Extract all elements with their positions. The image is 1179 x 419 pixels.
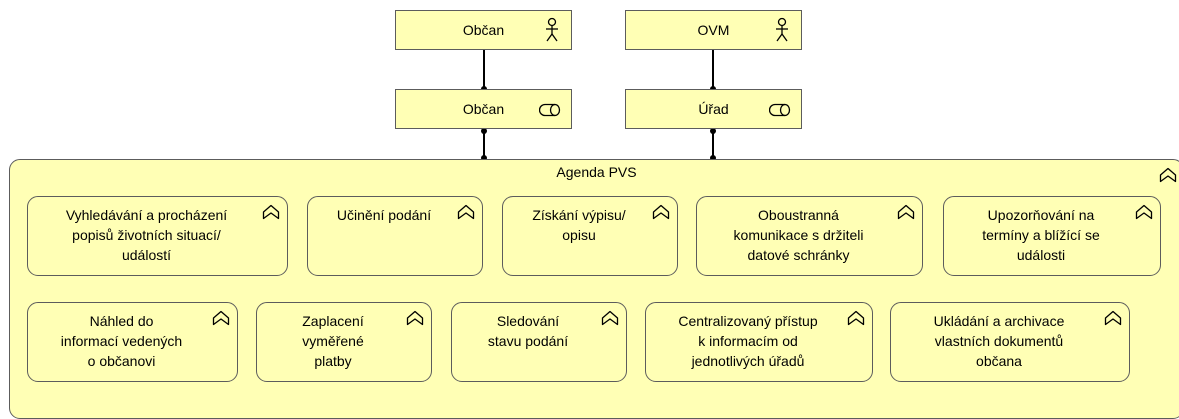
- service-zaplaceni-platby[interactable]: Zaplacení vyměřené platby: [256, 302, 432, 382]
- role-label: Občan: [462, 101, 505, 117]
- group-title: Agenda PVS: [556, 164, 637, 180]
- service-centralizovany-pristup[interactable]: Centralizovaný přístup k informacím od j…: [645, 302, 873, 382]
- service-icon: [1135, 204, 1153, 220]
- connector-end-dot: [481, 155, 487, 161]
- service-label: Získání výpisu/ opisu: [532, 207, 626, 243]
- service-uciteni-podani[interactable]: Učinění podání: [307, 196, 483, 276]
- service-label: Učinění podání: [336, 207, 432, 223]
- service-upozornovani[interactable]: Upozorňování na termíny a blížící se udá…: [943, 196, 1161, 276]
- service-oboustranna-komunikace[interactable]: Oboustranná komunikace s držiteli datové…: [696, 196, 923, 276]
- service-sledovani-stavu[interactable]: Sledování stavu podání: [451, 302, 627, 382]
- service-icon: [1104, 310, 1122, 326]
- service-label: Náhled do informací vedených o občanovi: [60, 313, 183, 369]
- service-nahled-informaci[interactable]: Náhled do informací vedených o občanovi: [27, 302, 238, 382]
- actor-icon: [546, 17, 558, 42]
- service-label: Ukládání a archivace vlastních dokumentů…: [933, 313, 1065, 369]
- connector-end-dot: [710, 155, 716, 161]
- service-vyhledavani[interactable]: Vyhledávání a procházení popisů životníc…: [27, 196, 288, 276]
- connector-ovm-actor-role: [712, 50, 714, 92]
- connector-obcan-actor-role: [483, 50, 485, 92]
- service-icon: [262, 204, 280, 220]
- connector-start-dot: [481, 128, 487, 134]
- service-icon: [847, 310, 865, 326]
- role-obcan[interactable]: Občan: [395, 89, 572, 129]
- service-icon: [212, 310, 230, 326]
- role-icon: [539, 103, 561, 117]
- actor-label: OVM: [697, 22, 730, 38]
- actor-ovm[interactable]: OVM: [625, 10, 802, 50]
- actor-obcan[interactable]: Občan: [395, 10, 572, 50]
- service-icon: [457, 204, 475, 220]
- connector-urad-role-group: [712, 128, 714, 160]
- service-label: Upozorňování na termíny a blížící se udá…: [982, 207, 1100, 263]
- service-icon: [897, 204, 915, 220]
- service-icon: [406, 310, 424, 326]
- service-label: Vyhledávání a procházení popisů životníc…: [65, 207, 228, 263]
- service-ukladani-archivace[interactable]: Ukládání a archivace vlastních dokumentů…: [890, 302, 1130, 382]
- actor-icon: [776, 17, 788, 42]
- connector-start-dot: [710, 128, 716, 134]
- service-icon: [652, 204, 670, 220]
- actor-label: Občan: [462, 22, 505, 38]
- service-label: Zaplacení vyměřené platby: [302, 313, 364, 369]
- role-icon: [769, 103, 791, 117]
- service-label: Sledování stavu podání: [487, 313, 569, 349]
- service-label: Oboustranná komunikace s držiteli datové…: [733, 207, 864, 263]
- service-icon: [601, 310, 619, 326]
- connector-obcan-role-group: [483, 128, 485, 160]
- service-ziskani-vypisu[interactable]: Získání výpisu/ opisu: [502, 196, 678, 276]
- role-urad[interactable]: Úřad: [625, 89, 802, 129]
- service-label: Centralizovaný přístup k informacím od j…: [678, 313, 818, 369]
- role-label: Úřad: [698, 101, 729, 117]
- service-icon: [1159, 167, 1177, 183]
